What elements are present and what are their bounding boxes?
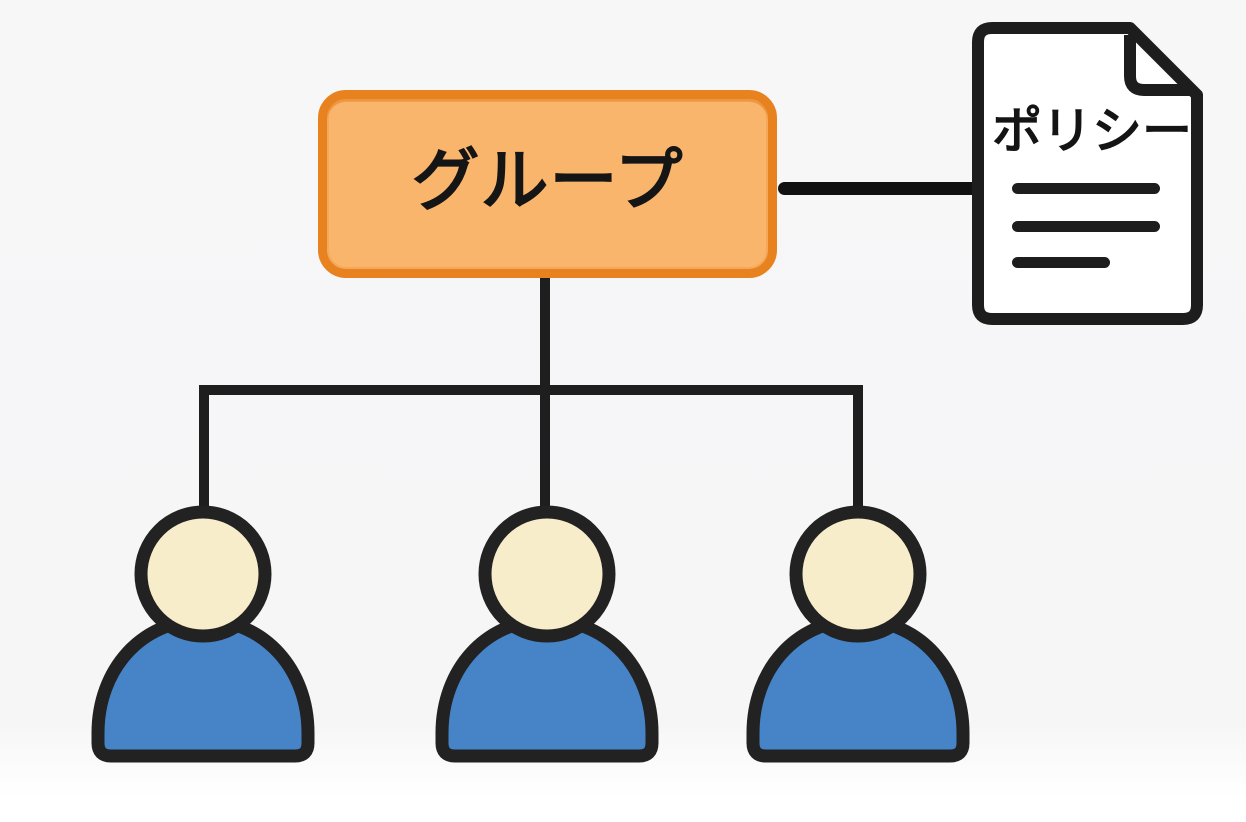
group-node: グループ <box>318 90 777 278</box>
user-head <box>134 505 272 643</box>
tree-drop-line-right <box>853 385 863 512</box>
user-icon <box>91 505 315 763</box>
user-head <box>478 505 616 643</box>
user-head <box>789 505 927 643</box>
document-text-line-3 <box>1012 257 1110 268</box>
policy-document-icon <box>972 22 1203 325</box>
document-text-line-2 <box>1012 221 1160 232</box>
user-icon <box>746 505 970 763</box>
user-body <box>91 613 315 763</box>
tree-horizontal-line <box>199 385 863 395</box>
document-outline <box>972 22 1203 325</box>
document-folded-corner <box>1124 35 1190 96</box>
policy-label: ポリシー <box>992 103 1192 159</box>
tree-drop-line-center <box>540 270 550 512</box>
user-icon <box>435 505 659 763</box>
tree-drop-line-left <box>199 385 209 512</box>
user-body <box>435 613 659 763</box>
group-label: グループ <box>411 143 684 219</box>
document-text-line-1 <box>1012 183 1160 194</box>
user-body <box>746 613 970 763</box>
group-policy-connector-line <box>778 182 978 195</box>
